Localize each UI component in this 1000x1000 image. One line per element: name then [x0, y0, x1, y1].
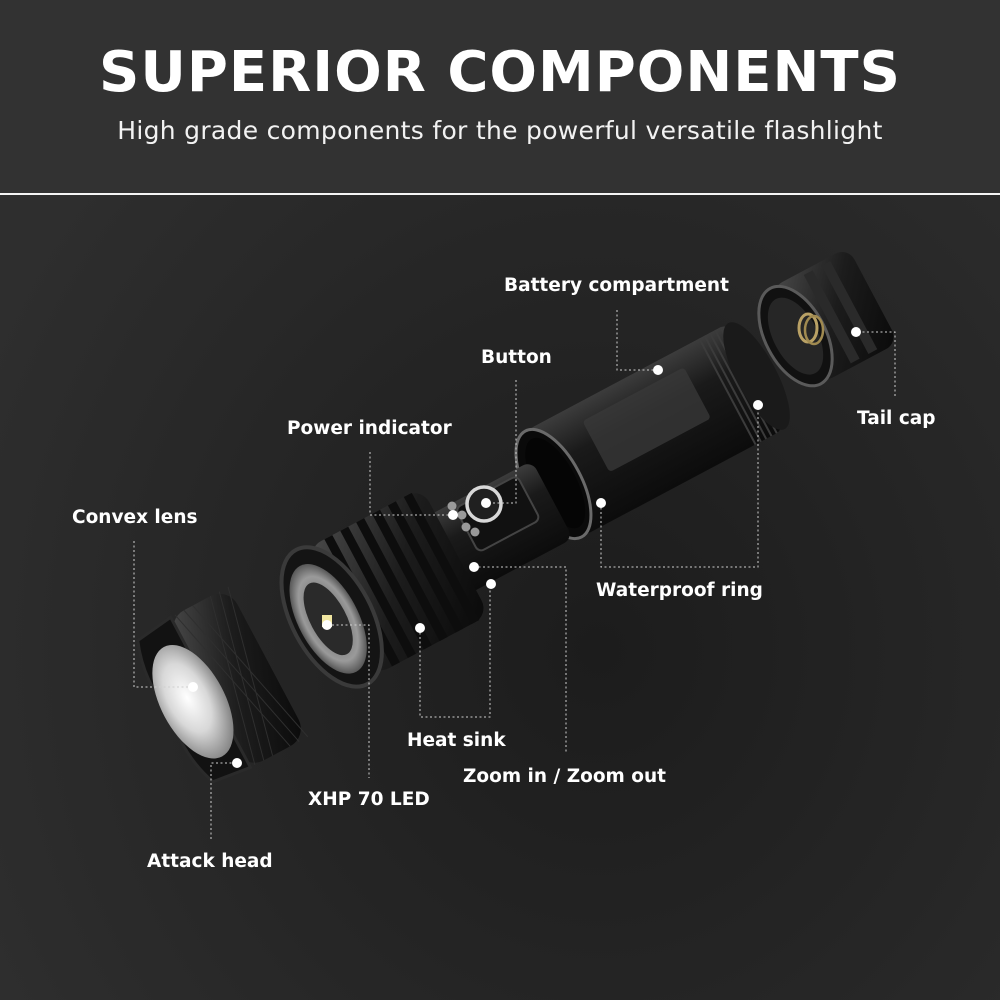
marker-button	[481, 498, 491, 508]
marker-heat-sink	[415, 623, 425, 633]
marker-power-indicator	[448, 510, 458, 520]
label-power-indicator: Power indicator	[287, 418, 452, 439]
label-zoom: Zoom in / Zoom out	[463, 766, 666, 787]
spring-icon	[797, 312, 825, 346]
header-band: SUPERIOR COMPONENTS High grade component…	[0, 0, 1000, 194]
page-subtitle: High grade components for the powerful v…	[117, 116, 883, 145]
callout-markers	[188, 327, 861, 768]
marker-attack-head	[232, 758, 242, 768]
marker-tail-cap	[851, 327, 861, 337]
marker-heat-sink-2	[486, 579, 496, 589]
label-attack-head: Attack head	[147, 851, 273, 872]
marker-convex-lens	[188, 682, 198, 692]
label-tail-cap: Tail cap	[857, 408, 936, 429]
battery-compartment-part	[514, 322, 790, 541]
marker-waterproof-ring-rear	[753, 400, 763, 410]
leader-lines	[133, 310, 896, 840]
marker-battery-compartment	[653, 365, 663, 375]
page-title: SUPERIOR COMPONENTS	[99, 40, 901, 105]
label-heat-sink: Heat sink	[407, 730, 506, 751]
label-waterproof-ring: Waterproof ring	[596, 580, 763, 601]
tail-cap-part	[757, 252, 894, 388]
marker-zoom	[469, 562, 479, 572]
power-indicator-leds	[447, 501, 480, 537]
label-button: Button	[481, 347, 552, 368]
marker-waterproof-ring-front	[596, 498, 606, 508]
attack-head-part	[136, 586, 309, 784]
label-convex-lens: Convex lens	[72, 507, 198, 528]
label-battery-compartment: Battery compartment	[504, 275, 729, 296]
header-divider	[0, 193, 1000, 195]
label-xhp70-led: XHP 70 LED	[308, 789, 430, 810]
marker-xhp70-led	[322, 620, 332, 630]
